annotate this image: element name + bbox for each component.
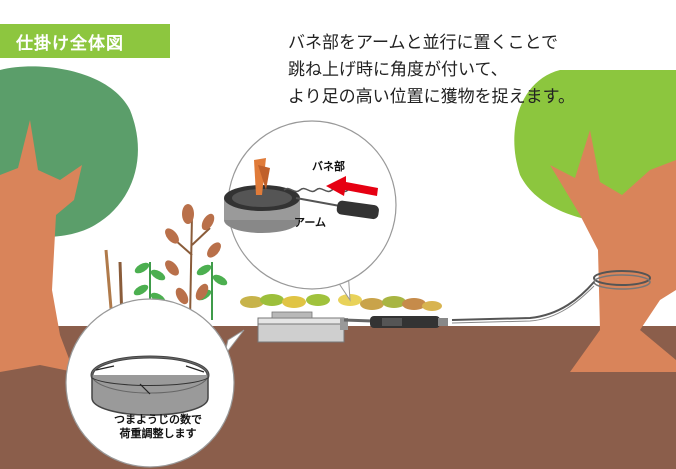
description-line: 跳ね上げ時に角度が付いて、 bbox=[288, 60, 508, 80]
ring-detail-callout bbox=[65, 298, 245, 468]
spring-detail-callout bbox=[224, 120, 397, 302]
brown-shrub bbox=[165, 204, 221, 321]
wire bbox=[451, 281, 595, 321]
description-text: バネ部をアームと並行に置くことで 跳ね上げ時に角度が付いて、 より足の高い位置に… bbox=[288, 30, 668, 111]
description-line: バネ部をアームと並行に置くことで bbox=[288, 33, 558, 53]
note-line: 荷重調整します bbox=[119, 427, 197, 440]
note-line: つまようじの数で bbox=[114, 413, 202, 426]
adjustment-note: つまようじの数で 荷重調整します bbox=[88, 413, 228, 441]
arm-label: アーム bbox=[294, 216, 327, 229]
right-tree-trunk bbox=[550, 130, 676, 372]
direction-arrow bbox=[326, 176, 378, 196]
description-line: より足の高い位置に獲物を捉えます。 bbox=[288, 87, 575, 107]
trap-box bbox=[257, 311, 348, 343]
trap-arm bbox=[343, 316, 448, 328]
spring-label: バネ部 bbox=[312, 160, 345, 173]
left-tree-trunk bbox=[0, 120, 82, 372]
wire-loop bbox=[593, 270, 651, 286]
title-badge: 仕掛け全体図 bbox=[0, 24, 170, 58]
fallen-leaves bbox=[240, 294, 442, 311]
